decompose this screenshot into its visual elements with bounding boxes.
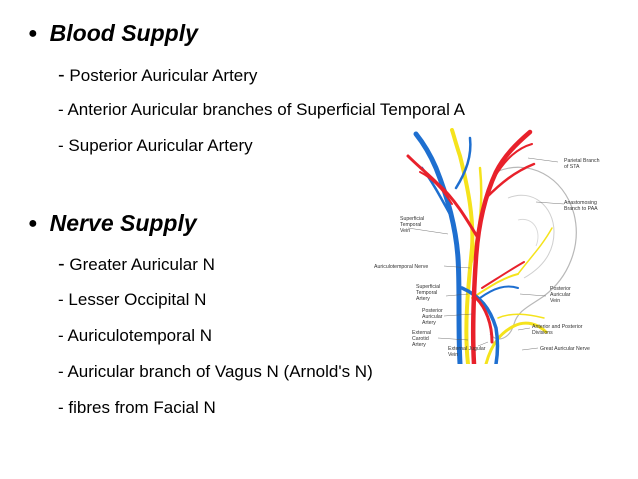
- ear-outline: [489, 166, 577, 340]
- label-superficial-temporal-vein-3: Vein: [400, 228, 410, 234]
- list-item: - Greater Auricular N: [58, 253, 215, 275]
- ear-vessels-nerves-figure: Parietal Branch of STA Anastomosing Bran…: [374, 128, 600, 364]
- bullet-icon: ●: [28, 25, 38, 42]
- heading-blood-supply: ●Blood Supply: [28, 20, 198, 46]
- artery-path: [484, 162, 536, 200]
- artery-path: [481, 261, 525, 289]
- label-anastomosing: Anastomosing: [564, 200, 597, 206]
- label-superficial-temporal-artery-1: Superficial: [416, 284, 440, 290]
- label-superficial-temporal-artery-3: Artery: [416, 296, 430, 302]
- list-item: - Superior Auricular Artery: [58, 136, 253, 155]
- label-posterior-auricular-artery-1: Posterior: [422, 308, 443, 314]
- label-of-sta: of STA: [564, 164, 580, 170]
- label-auriculotemporal-nerve: Auriculotemporal Nerve: [374, 264, 428, 270]
- nerve-path: [484, 321, 548, 364]
- label-posterior-auricular-vein-2: Auricular: [550, 292, 571, 298]
- label-superficial-temporal-vein-1: Superficial: [400, 216, 424, 222]
- figure-labels: Parietal Branch of STA Anastomosing Bran…: [374, 158, 600, 358]
- label-superficial-temporal-artery-2: Temporal: [416, 290, 437, 296]
- vein-path: [413, 131, 463, 364]
- label-great-auricular-nerve: Great Auricular Nerve: [540, 346, 590, 352]
- vein-path: [454, 136, 472, 190]
- list-item: - Auricular branch of Vagus N (Arnold's …: [58, 362, 373, 381]
- label-leaders: [407, 157, 565, 351]
- label-external-jugular-vein-2: Vein: [448, 352, 458, 358]
- label-posterior-auricular-artery-2: Auricular: [422, 314, 443, 320]
- artery-path: [470, 129, 533, 364]
- label-external-carotid-artery-2: Carotid: [412, 336, 429, 342]
- label-external-carotid-artery-3: Artery: [412, 342, 426, 348]
- label-anterior-posterior-divisions-1: Anterior and Posterior: [532, 324, 583, 330]
- label-anterior-posterior-divisions-2: Divisions: [532, 330, 553, 336]
- list-item: - fibres from Facial N: [58, 398, 216, 417]
- ear-inner-outline: [507, 194, 555, 279]
- list-item: - Anterior Auricular branches of Superfi…: [58, 100, 465, 119]
- artery-path: [406, 154, 480, 240]
- label-posterior-auricular-vein-3: Vein: [550, 298, 560, 304]
- label-external-jugular-vein-1: External Jugular: [448, 346, 486, 352]
- artery-path: [493, 143, 533, 179]
- heading-nerve-supply: ●Nerve Supply: [28, 210, 197, 236]
- nerve-path: [497, 313, 545, 319]
- artery-path: [419, 171, 453, 205]
- label-parietal-branch: Parietal Branch: [564, 158, 600, 164]
- vein-path: [479, 285, 519, 299]
- list-item: - Auriculotemporal N: [58, 326, 213, 345]
- list-item: - Lesser Occipital N: [58, 290, 207, 309]
- label-posterior-auricular-vein-1: Posterior: [550, 286, 571, 292]
- list-item: - Posterior Auricular Artery: [58, 64, 258, 86]
- nerve-path: [517, 227, 553, 275]
- ear-fold: [517, 218, 539, 247]
- bullet-icon: ●: [28, 215, 38, 232]
- label-branch-to-paa: Branch to PAA: [564, 206, 598, 212]
- label-external-carotid-artery-1: External: [412, 330, 431, 336]
- artery-paths: [406, 129, 536, 364]
- artery-path: [474, 296, 494, 344]
- label-superficial-temporal-vein-2: Temporal: [400, 222, 421, 228]
- label-posterior-auricular-artery-3: Artery: [422, 320, 436, 326]
